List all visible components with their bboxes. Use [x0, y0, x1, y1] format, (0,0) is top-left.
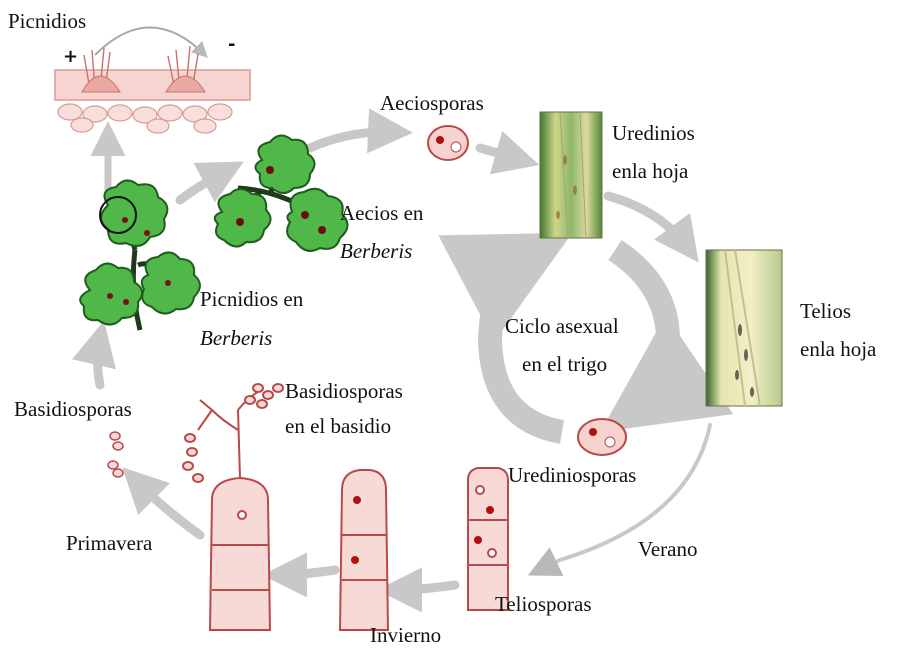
urediniospore [578, 419, 626, 455]
label-primavera: Primavera [66, 531, 153, 555]
label-basidio-line1: Basidiosporas [285, 379, 403, 403]
label-invierno: Invierno [370, 623, 441, 647]
arrow-to-uredinios [480, 148, 522, 160]
pycnidia-illustration: + - [55, 28, 250, 134]
label-telios-line2: enla hoja [800, 337, 877, 361]
plus-sign: + [63, 46, 78, 67]
label-aecios-line1: Aecios en [340, 201, 424, 225]
label-aecios-line2: Berberis [340, 239, 412, 263]
arrow-primavera [135, 480, 200, 535]
label-picnidios: Picnidios [8, 9, 86, 33]
uredinia-leaf-photo [540, 112, 602, 238]
label-aeciosporas: Aeciosporas [380, 91, 484, 115]
arrow-to-teliospore-middle [395, 585, 455, 590]
berberis-aecia-leaves [215, 135, 348, 250]
label-ciclo-line1: Ciclo asexual [505, 314, 619, 338]
basidium [183, 384, 283, 630]
label-picnidios-en-line2: Berberis [200, 326, 272, 350]
label-teliosporas: Teliosporas [495, 592, 592, 616]
label-basidiosporas: Basidiosporas [14, 397, 132, 421]
asexual-arrow-left [490, 255, 562, 432]
teliospore-stalked [468, 468, 508, 610]
telia-leaf-photo [706, 250, 782, 406]
teliospore-germinating [340, 470, 388, 630]
arrow-to-telios [608, 196, 688, 248]
label-verano: Verano [638, 537, 697, 561]
label-telios-line1: Telios [800, 299, 851, 323]
label-picnidios-en-line1: Picnidios en [200, 287, 304, 311]
asexual-arrow-right [615, 250, 668, 405]
label-ciclo-line2: en el trigo [522, 352, 607, 376]
minus-sign: - [228, 34, 235, 55]
basidiospores-free [108, 432, 123, 477]
label-urediniosporas: Urediniosporas [508, 463, 636, 487]
label-uredinios-line2: enla hoja [612, 159, 689, 183]
arrow-to-aeciosporas [310, 132, 395, 148]
arrow-to-picnidios-berberis [98, 338, 101, 385]
arrow-to-basidio [280, 570, 335, 575]
label-uredinios-line1: Uredinios [612, 121, 695, 145]
arrow-to-aecios [180, 170, 228, 200]
asexual-cycle-arrows [490, 250, 668, 432]
aeciospore [428, 126, 468, 160]
label-basidio-line2: en el basidio [285, 414, 391, 438]
